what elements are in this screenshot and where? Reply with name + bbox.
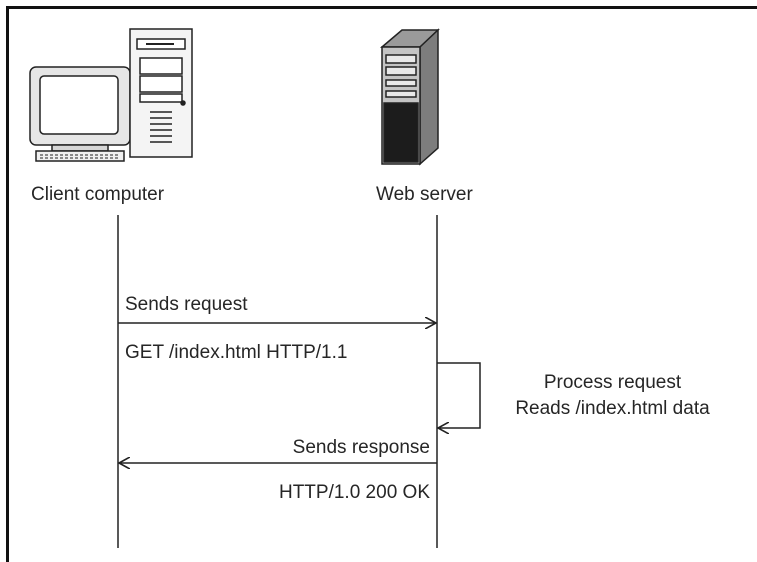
request-label: Sends request [125, 294, 248, 315]
server-label: Web server [376, 184, 473, 205]
request-detail: GET /index.html HTTP/1.1 [125, 342, 348, 363]
response-detail: HTTP/1.0 200 OK [278, 482, 430, 503]
process-loop-arrow [437, 362, 481, 428]
response-label: Sends response [292, 437, 430, 458]
frame-top-border [6, 6, 757, 9]
process-label-line2: Reads /index.html data [515, 398, 710, 419]
process-label-line1: Process request [543, 372, 682, 393]
frame-left-border [6, 6, 9, 562]
tower-server-icon [379, 28, 440, 166]
client-label: Client computer [31, 184, 165, 205]
desktop-computer-icon [29, 28, 193, 162]
